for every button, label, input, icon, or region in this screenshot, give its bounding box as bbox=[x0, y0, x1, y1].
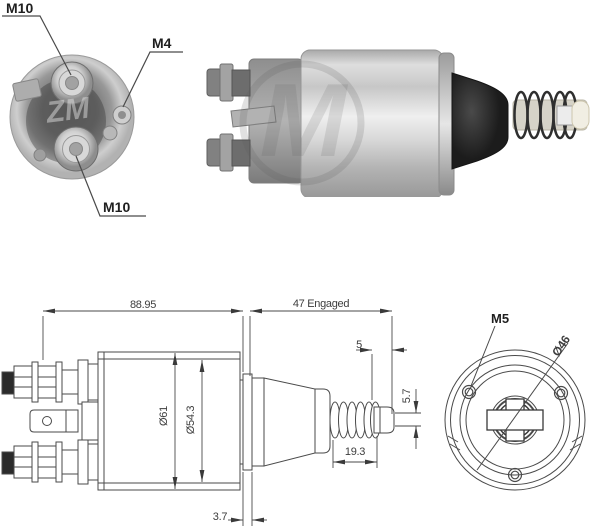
mounting-flange bbox=[239, 373, 331, 471]
terminal-bolt-bottom bbox=[206, 133, 251, 172]
solenoid-rear-cap bbox=[9, 54, 135, 180]
callout-m4: M4 bbox=[152, 35, 172, 51]
front-view-section: M5 Ø46 bbox=[440, 300, 600, 528]
dim-label-body-dia: Ø61 bbox=[158, 406, 170, 426]
dim-label-tip-height: 5.7 bbox=[401, 388, 413, 404]
front-cap bbox=[314, 388, 331, 454]
spade-terminal bbox=[230, 105, 277, 128]
callout-m10-top: M10 bbox=[6, 0, 34, 16]
plunger-tip-drawing bbox=[373, 406, 395, 434]
spade-terminal-drawing bbox=[29, 401, 99, 441]
side-photo-section: M bbox=[205, 45, 595, 197]
terminal-stack-top bbox=[1, 359, 99, 405]
plunger-tip bbox=[571, 100, 590, 130]
body-outline bbox=[97, 351, 241, 491]
dim-tip-height bbox=[395, 389, 421, 449]
rear-view-leader-lines bbox=[2, 15, 183, 217]
dim-flange-thickness bbox=[228, 472, 267, 526]
dim-label-spring: 19.3 bbox=[344, 446, 366, 458]
side-view-photo bbox=[206, 49, 590, 197]
rear-view-section: ZM M10 M4 M10 bbox=[0, 0, 200, 230]
terminal-stud-m10-bottom bbox=[53, 126, 99, 172]
m5-leader-line bbox=[470, 325, 496, 387]
rubber-boot bbox=[451, 72, 509, 170]
front-cone bbox=[263, 377, 316, 467]
plunger-spring-drawing bbox=[329, 401, 381, 439]
ground-tab bbox=[12, 78, 42, 102]
rivet bbox=[33, 148, 47, 162]
terminal-stud-m4 bbox=[102, 105, 132, 141]
side-drawing-section: 88.95 47 Engaged 5 5.7 19.3 3.7 Ø61 Ø54.… bbox=[0, 290, 460, 530]
front-view-drawing bbox=[444, 325, 586, 491]
dim-front-clearance bbox=[356, 347, 407, 400]
side-drawing bbox=[1, 308, 421, 526]
dim-label-engaged: 47 Engaged bbox=[292, 298, 350, 310]
dim-overall-length bbox=[42, 308, 244, 372]
index-notches bbox=[447, 435, 583, 451]
plunger-cross-slot bbox=[486, 398, 544, 442]
dim-spring-travel bbox=[332, 436, 378, 468]
dim-label-flange: 3.7 bbox=[212, 511, 228, 523]
terminal-bolt-top bbox=[206, 63, 251, 102]
dim-engaged-length bbox=[249, 308, 393, 414]
watermark-ring bbox=[239, 60, 365, 186]
callout-m5: M5 bbox=[491, 311, 510, 326]
bolt-circle-leader-line bbox=[476, 342, 569, 471]
rear-view-photo bbox=[9, 54, 135, 180]
dim-label-clearance: 5 bbox=[356, 339, 362, 351]
adjusting-nut bbox=[556, 105, 574, 126]
dim-label-overall: 88.95 bbox=[129, 299, 157, 311]
terminal-stack-bottom bbox=[1, 439, 99, 485]
terminal-stud-m10-top bbox=[50, 61, 94, 105]
mounting-holes-m5 bbox=[461, 384, 569, 483]
callout-m10-bottom: M10 bbox=[103, 199, 131, 215]
dim-label-core-dia: Ø54.3 bbox=[185, 405, 197, 435]
